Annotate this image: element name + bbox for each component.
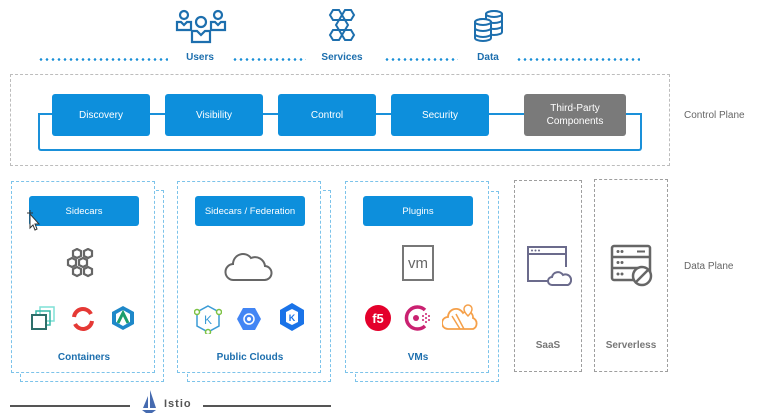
control-button[interactable]: Control bbox=[278, 94, 376, 136]
istio-logo-icon bbox=[142, 390, 156, 413]
containers-card: Sidecars Containers bbox=[11, 181, 155, 373]
server-blocked-icon bbox=[610, 244, 653, 287]
connector bbox=[150, 113, 166, 115]
rancher-logo bbox=[112, 306, 134, 330]
cloud-location-logo bbox=[442, 304, 478, 330]
services-hexagons-icon bbox=[328, 9, 356, 41]
svg-text:K: K bbox=[289, 313, 296, 323]
sidecars-federation-button[interactable]: Sidecars / Federation bbox=[195, 196, 305, 226]
dotted-line bbox=[38, 58, 168, 61]
security-button[interactable]: Security bbox=[391, 94, 489, 136]
hexagon-cluster-icon bbox=[66, 248, 94, 278]
data-plane-label: Data Plane bbox=[684, 261, 734, 272]
control-plane-box bbox=[10, 74, 670, 166]
database-icon bbox=[474, 10, 503, 42]
vms-card: Plugins vm f5 VMs bbox=[345, 181, 489, 373]
users-icon bbox=[175, 9, 227, 44]
dotted-line bbox=[232, 58, 306, 61]
svg-text:K: K bbox=[204, 313, 212, 327]
consul-logo bbox=[404, 305, 430, 331]
connector bbox=[626, 113, 642, 115]
public-clouds-card: Sidecars / Federation K K Public Clouds bbox=[177, 181, 321, 373]
dotted-line bbox=[384, 58, 458, 61]
serverless-card: Serverless bbox=[594, 179, 668, 372]
sidecars-button[interactable]: Sidecars bbox=[29, 196, 139, 226]
connector bbox=[376, 113, 392, 115]
serverless-title: Serverless bbox=[605, 340, 657, 351]
consumer-label-users: Users bbox=[186, 52, 214, 63]
cloud-icon bbox=[224, 253, 273, 281]
consumer-label-services: Services bbox=[321, 52, 363, 63]
f5-logo: f5 bbox=[365, 305, 391, 331]
istio-brand-label: Istio bbox=[164, 398, 192, 410]
control-loop-line bbox=[38, 115, 642, 151]
vms-title: VMs bbox=[407, 352, 429, 363]
discovery-button[interactable]: Discovery bbox=[52, 94, 150, 136]
connector bbox=[263, 113, 279, 115]
openshift-logo bbox=[72, 307, 94, 331]
footer-line-left bbox=[10, 405, 130, 407]
connector bbox=[38, 113, 54, 115]
public-clouds-title: Public Clouds bbox=[216, 352, 284, 363]
footer-line-right bbox=[203, 405, 331, 407]
kubernetes-k-logo: K bbox=[194, 305, 222, 334]
third-party-line2: Components bbox=[546, 116, 604, 127]
vm-icon: vm bbox=[402, 245, 434, 281]
connector bbox=[489, 113, 525, 115]
browser-cloud-icon bbox=[527, 246, 572, 286]
container-layers-logo bbox=[31, 306, 55, 330]
containers-title: Containers bbox=[57, 352, 111, 363]
third-party-components-button[interactable]: Third-Party Components bbox=[524, 94, 626, 136]
plugins-button[interactable]: Plugins bbox=[363, 196, 473, 226]
mouse-cursor-icon bbox=[27, 210, 41, 231]
gke-logo bbox=[237, 308, 261, 330]
third-party-line1: Third-Party bbox=[550, 103, 600, 114]
svg-text:f5: f5 bbox=[372, 311, 384, 326]
kubernetes-azure-logo: K bbox=[280, 303, 304, 331]
saas-title: SaaS bbox=[535, 340, 561, 351]
control-plane-label: Control Plane bbox=[684, 110, 745, 121]
consumer-label-data: Data bbox=[477, 52, 499, 63]
dotted-line bbox=[516, 58, 640, 61]
visibility-button[interactable]: Visibility bbox=[165, 94, 263, 136]
saas-card: SaaS bbox=[514, 180, 582, 372]
